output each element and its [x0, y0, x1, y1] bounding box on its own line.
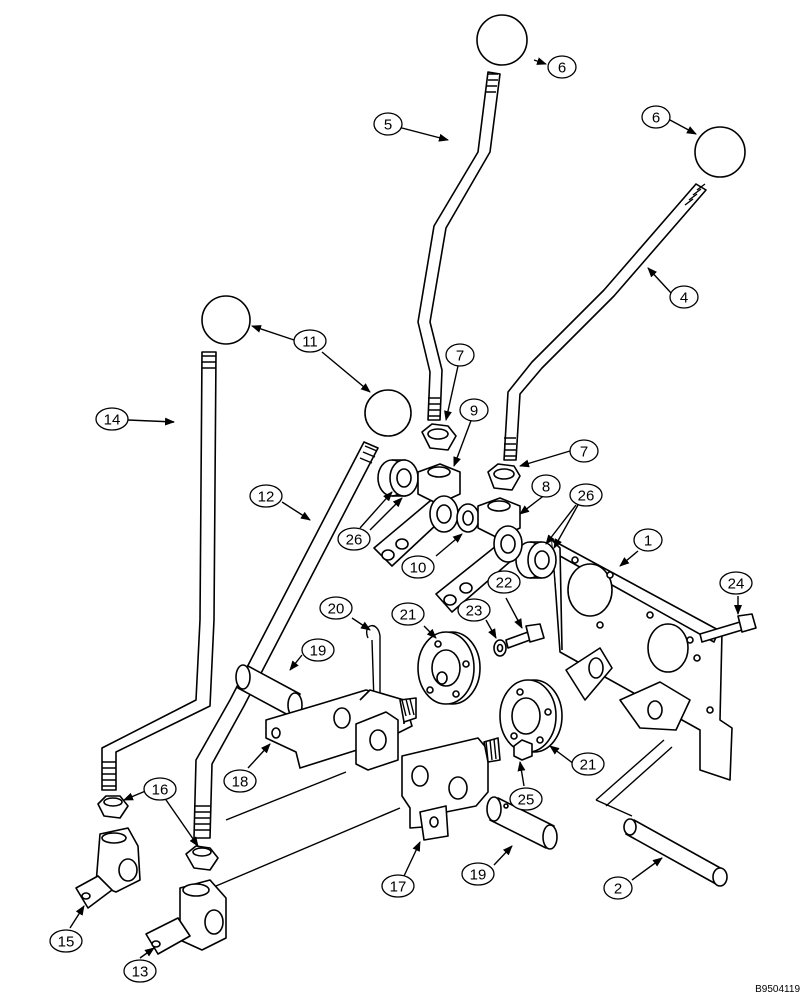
svg-text:26: 26 — [346, 532, 363, 549]
svg-text:9: 9 — [470, 403, 478, 420]
knob-center — [364, 389, 412, 437]
callout-19-upper: 19 — [301, 638, 335, 662]
figure-reference: B9504119 — [755, 984, 800, 995]
svg-text:24: 24 — [728, 576, 745, 593]
svg-text:17: 17 — [390, 879, 407, 896]
svg-text:1: 1 — [644, 533, 652, 550]
lever-arm-9 — [373, 463, 461, 567]
svg-text:22: 22 — [496, 575, 513, 592]
svg-text:21: 21 — [400, 607, 417, 624]
svg-text:19: 19 — [470, 867, 487, 884]
linkage-leaders — [215, 771, 401, 887]
svg-text:8: 8 — [542, 479, 550, 496]
callout-25: 25 — [509, 787, 543, 811]
callout-14: 14 — [95, 407, 129, 431]
svg-text:21: 21 — [580, 757, 597, 774]
svg-text:6: 6 — [652, 110, 660, 127]
callout-7-right: 7 — [569, 439, 599, 463]
svg-text:14: 14 — [104, 412, 121, 429]
mounting-plate — [551, 539, 733, 781]
callout-26-left: 26 — [337, 527, 371, 551]
callouts: 6 5 6 4 11 7 14 9 7 8 12 26 26 1 10 22 2… — [49, 55, 753, 983]
yoke-18 — [265, 689, 417, 771]
svg-text:12: 12 — [258, 489, 275, 506]
knob-right — [694, 126, 746, 178]
callout-18: 18 — [223, 769, 257, 793]
svg-text:10: 10 — [410, 560, 427, 577]
svg-text:7: 7 — [580, 444, 588, 461]
svg-text:13: 13 — [132, 964, 149, 981]
bolt-22 — [505, 623, 545, 649]
leader-arrows — [69, 57, 742, 959]
svg-text:26: 26 — [578, 488, 595, 505]
callout-22: 22 — [487, 570, 521, 594]
callout-6-right: 6 — [641, 105, 671, 129]
knob-top — [476, 14, 528, 66]
callout-17: 17 — [381, 874, 415, 898]
lever-arm-8 — [435, 497, 523, 613]
svg-text:7: 7 — [456, 348, 464, 365]
callout-11: 11 — [293, 329, 327, 353]
swivel-block-15 — [75, 827, 141, 909]
callout-26-right: 26 — [569, 483, 603, 507]
washer-10 — [456, 503, 480, 533]
nut-7b — [487, 463, 521, 491]
callout-15: 15 — [49, 929, 83, 953]
callout-20: 20 — [319, 596, 353, 620]
svg-text:19: 19 — [310, 643, 327, 660]
callout-2: 2 — [603, 876, 633, 900]
callout-23: 23 — [457, 598, 491, 622]
callout-19-lower: 19 — [461, 862, 495, 886]
lever-rod-14 — [101, 351, 217, 791]
svg-text:4: 4 — [680, 290, 688, 307]
lever-rod-5 — [417, 71, 501, 421]
svg-text:23: 23 — [466, 603, 483, 620]
bolt-24 — [699, 613, 757, 643]
swivel-block-13 — [145, 879, 227, 955]
svg-text:25: 25 — [518, 792, 535, 809]
callout-24: 24 — [719, 571, 753, 595]
callout-12: 12 — [249, 484, 283, 508]
svg-text:20: 20 — [328, 601, 345, 618]
callout-9: 9 — [459, 398, 489, 422]
cross-shaft — [595, 739, 728, 887]
svg-text:18: 18 — [232, 774, 249, 791]
callout-4: 4 — [669, 285, 699, 309]
svg-text:11: 11 — [302, 334, 318, 351]
nut-16-center — [185, 845, 219, 871]
washer-23 — [493, 639, 507, 657]
callout-5: 5 — [373, 112, 403, 136]
nut-25 — [513, 739, 533, 761]
svg-text:2: 2 — [614, 881, 622, 898]
pin-19-lower — [486, 796, 558, 850]
callout-6-top: 6 — [547, 55, 577, 79]
flange-hub-lower — [499, 679, 563, 753]
lever-rod-4 — [503, 183, 707, 461]
svg-text:6: 6 — [558, 60, 566, 77]
nut-16-left — [97, 795, 129, 819]
bushing-26a — [377, 459, 419, 497]
bushing-26b — [515, 541, 557, 579]
svg-text:5: 5 — [384, 117, 392, 134]
svg-text:15: 15 — [58, 934, 75, 951]
callout-13: 13 — [123, 959, 157, 983]
callout-10: 10 — [401, 555, 435, 579]
callout-7-top: 7 — [445, 343, 475, 367]
callout-21-lower: 21 — [571, 752, 605, 776]
knob-left — [201, 295, 251, 345]
callout-21-upper: 21 — [391, 602, 425, 626]
callout-1: 1 — [633, 528, 663, 552]
callout-16: 16 — [143, 777, 177, 801]
nut-7a — [421, 423, 457, 451]
lever-rod-12 — [193, 441, 379, 839]
callout-8: 8 — [531, 474, 561, 498]
pin-19-upper — [235, 664, 303, 718]
svg-text:16: 16 — [152, 782, 169, 799]
flange-hub-upper — [417, 631, 481, 705]
yoke-17 — [401, 737, 501, 841]
